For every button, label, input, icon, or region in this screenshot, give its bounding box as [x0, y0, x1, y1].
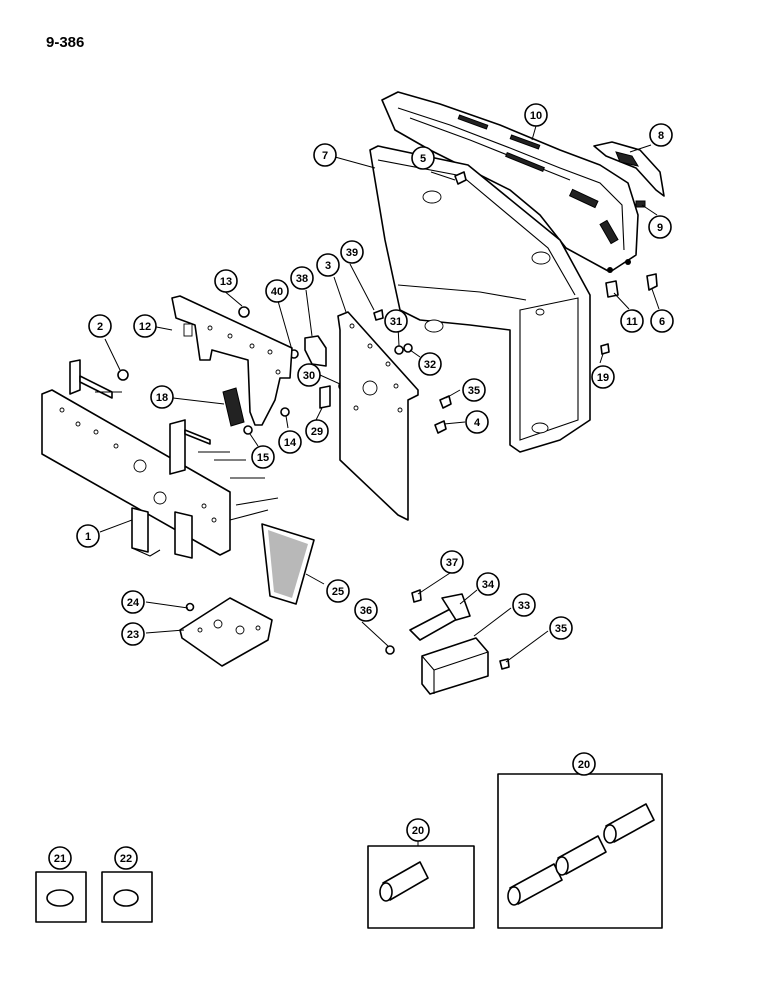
part-3-mounting-plate	[337, 311, 419, 521]
callout-18: 18	[150, 385, 174, 409]
callout-39-label: 39	[346, 247, 358, 259]
callout-8: 8	[649, 123, 673, 147]
callout-23-label: 23	[127, 629, 139, 641]
callout-38-label: 38	[296, 273, 308, 285]
callout-2: 2	[88, 314, 112, 338]
callout-4: 4	[465, 410, 489, 434]
callout-6: 6	[650, 309, 674, 333]
callout-11-label: 11	[626, 316, 638, 328]
callout-33-label: 33	[518, 600, 530, 612]
hardware-screws	[117, 171, 610, 670]
callout-33: 33	[512, 593, 536, 617]
callout-9: 9	[648, 215, 672, 239]
callout-29: 29	[305, 419, 329, 443]
callout-6-label: 6	[659, 316, 665, 328]
callout-29-label: 29	[311, 426, 323, 438]
callout-39: 39	[340, 240, 364, 264]
callout-40: 40	[265, 279, 289, 303]
callout-22: 22	[114, 846, 138, 870]
callout-21-label: 21	[54, 853, 66, 865]
callout-24: 24	[121, 590, 145, 614]
callout-15-label: 15	[257, 452, 269, 464]
part-38-bracket	[304, 335, 327, 367]
callout-9-label: 9	[657, 222, 663, 234]
callout-20-single: 20	[406, 818, 430, 842]
callout-25-label: 25	[332, 586, 344, 598]
callout-11: 11	[620, 309, 644, 333]
part-23-plate	[179, 597, 273, 667]
callout-13: 13	[214, 269, 238, 293]
callout-10: 10	[524, 103, 548, 127]
callout-35a: 35	[462, 378, 486, 402]
callout-34-label: 34	[482, 579, 495, 591]
callout-3: 3	[316, 253, 340, 277]
callout-22-label: 22	[120, 853, 132, 865]
part-10-panel-cover	[381, 91, 639, 273]
callout-32: 32	[418, 352, 442, 376]
callout-1: 1	[76, 524, 100, 548]
callout-32-label: 32	[424, 359, 436, 371]
callout-2-label: 2	[97, 321, 103, 333]
callout-5-label: 5	[420, 153, 426, 165]
callout-20-set: 20	[572, 752, 596, 776]
callout-1-label: 1	[85, 531, 91, 543]
part-34-bracket	[409, 593, 471, 641]
callout-35a-label: 35	[468, 385, 480, 397]
callout-3-label: 3	[325, 260, 331, 272]
part-1-main-frame	[41, 359, 279, 559]
part-22-box	[101, 871, 153, 923]
callout-23: 23	[121, 622, 145, 646]
page-number: 9-386	[46, 34, 85, 51]
callout-36: 36	[354, 598, 378, 622]
callout-5: 5	[411, 146, 435, 170]
callout-34: 34	[476, 572, 500, 596]
callout-36-label: 36	[360, 605, 372, 617]
part-8-end-cap	[593, 141, 665, 197]
callout-19-label: 19	[597, 372, 609, 384]
callout-14: 14	[278, 430, 302, 454]
callout-15: 15	[251, 445, 275, 469]
callout-4-label: 4	[474, 417, 481, 429]
callout-7: 7	[313, 143, 337, 167]
callout-12: 12	[133, 314, 157, 338]
callout-31-label: 31	[390, 316, 402, 328]
callout-21: 21	[48, 846, 72, 870]
callout-37: 37	[440, 550, 464, 574]
callout-12-label: 12	[139, 321, 151, 333]
part-18-block	[222, 387, 245, 427]
callout-38: 38	[290, 266, 314, 290]
callout-13-label: 13	[220, 276, 232, 288]
callout-35b-label: 35	[555, 623, 567, 635]
callout-30-label: 30	[303, 370, 315, 382]
part-6-clip	[646, 273, 658, 291]
part-33-box	[421, 637, 489, 695]
callout-20-set-label: 20	[578, 759, 590, 771]
callout-40-label: 40	[271, 286, 283, 298]
callout-7-label: 7	[322, 150, 328, 162]
part-12-plate	[171, 295, 293, 426]
callout-18-label: 18	[156, 392, 168, 404]
callout-37-label: 37	[446, 557, 458, 569]
callout-31: 31	[384, 309, 408, 333]
callout-8-label: 8	[658, 130, 664, 142]
part-21-box	[35, 871, 87, 923]
part-20-set-box	[497, 773, 663, 929]
callout-19: 19	[591, 365, 615, 389]
part-25-pad	[261, 523, 315, 605]
part-11-clip	[605, 280, 619, 298]
callout-25: 25	[326, 579, 350, 603]
callout-30: 30	[297, 363, 321, 387]
callout-35b: 35	[549, 616, 573, 640]
callout-24-label: 24	[127, 597, 140, 609]
part-20-single-box	[367, 845, 475, 929]
part-9-clip	[635, 200, 646, 208]
callout-20-single-label: 20	[412, 825, 424, 837]
callout-14-label: 14	[284, 437, 297, 449]
callout-10-label: 10	[530, 110, 542, 122]
